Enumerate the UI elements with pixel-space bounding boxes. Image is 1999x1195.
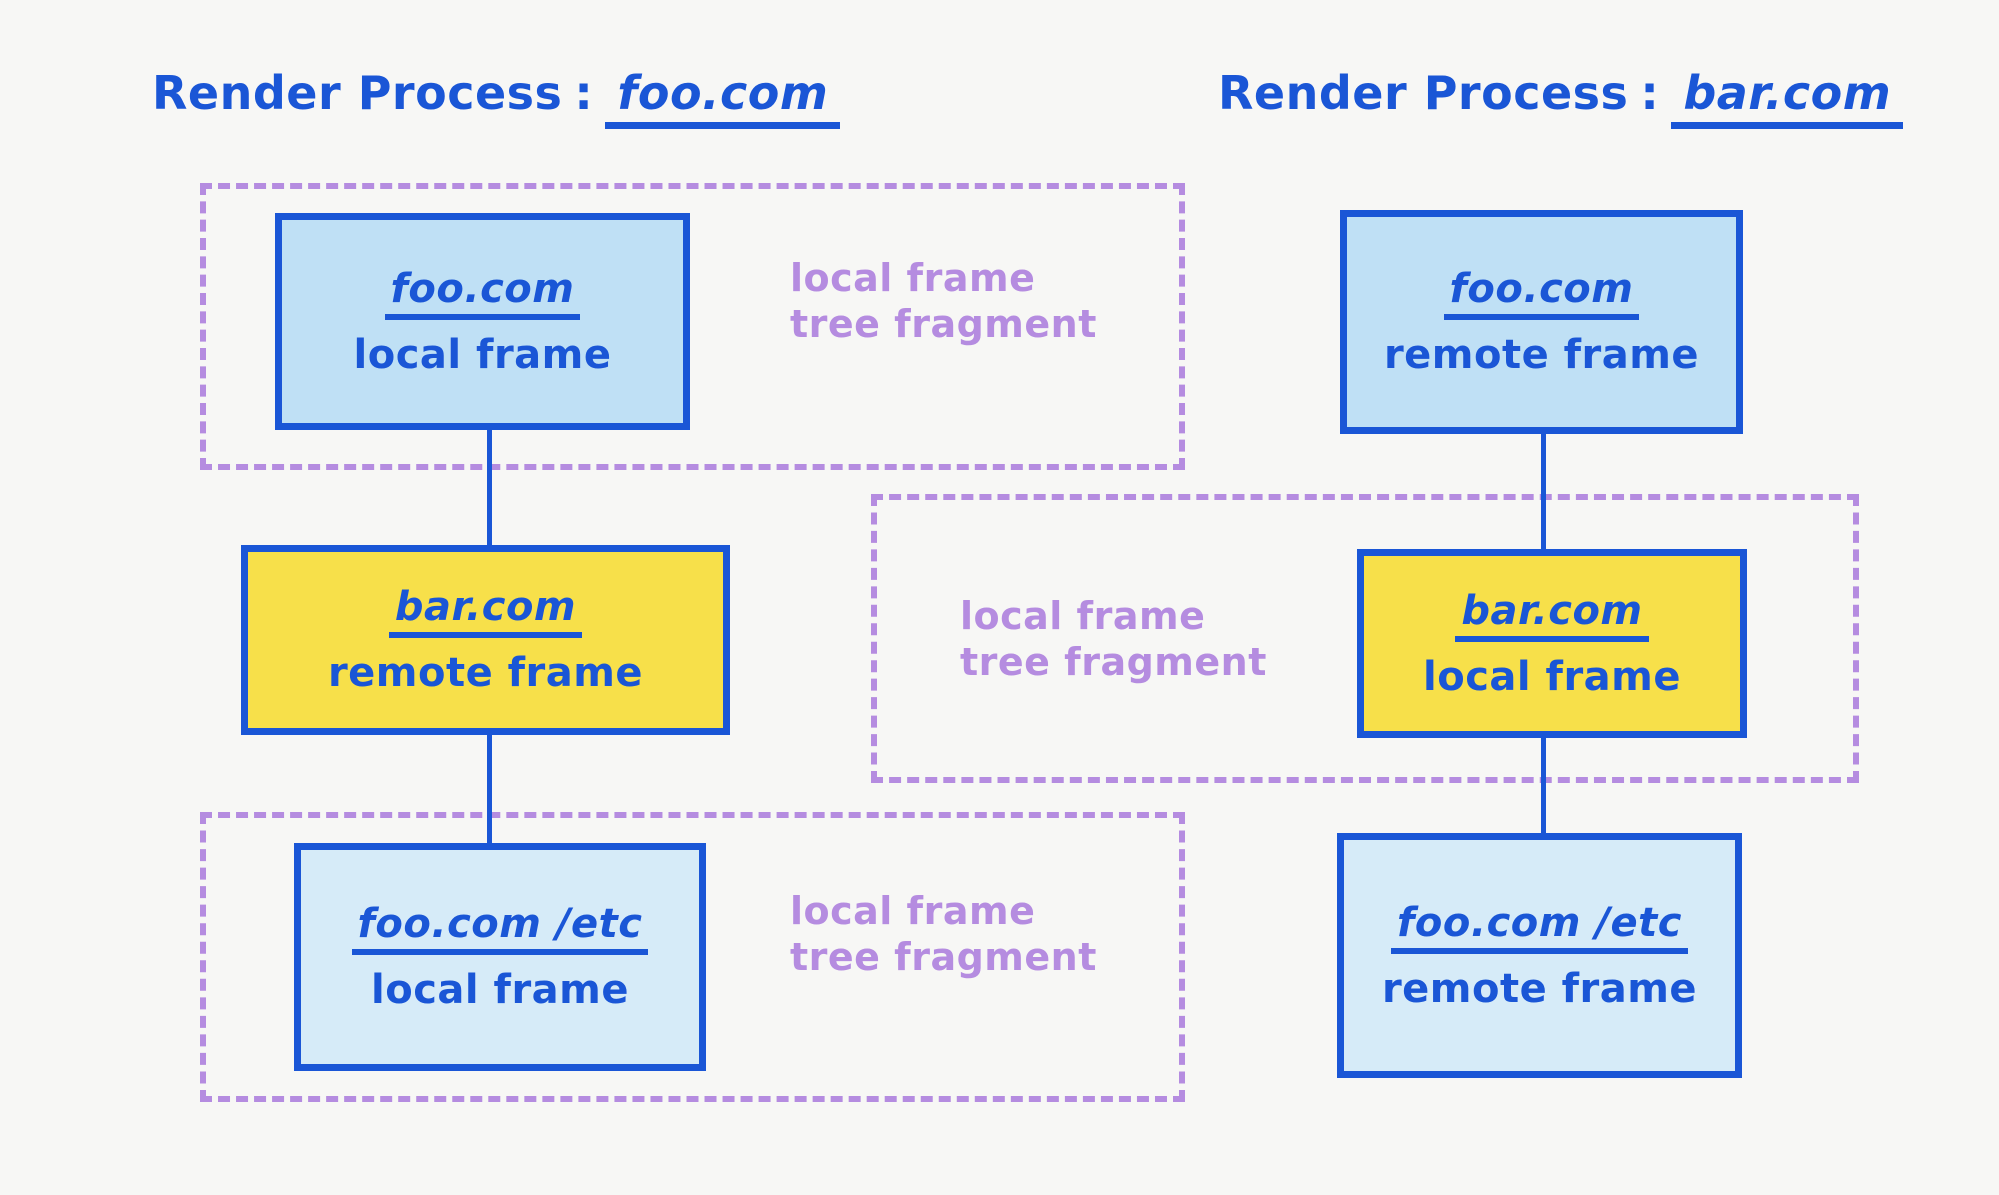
connector-left-2 (487, 732, 492, 852)
fragment-label-line2-2: tree fragment (790, 935, 1097, 980)
connector-right-1 (1541, 434, 1546, 552)
frame-origin-left-1: bar.com (388, 586, 583, 638)
render-process-header-bar: Render Process : bar.com (1218, 52, 1910, 134)
fragment-group-left-bottom (200, 812, 1185, 1102)
frame-box-left-foo[interactable]: foo.com local frame (275, 213, 690, 430)
render-process-header-foo: Render Process : foo.com (152, 52, 847, 134)
fragment-group-left-top (200, 183, 1185, 470)
frame-origin-right-2: foo.com /etc (1391, 902, 1688, 954)
frame-box-right-bar[interactable]: bar.com local frame (1357, 549, 1747, 738)
frame-origin-left-0: foo.com (384, 268, 581, 320)
connector-left-1 (487, 428, 492, 548)
header-colon-right: : (1640, 66, 1660, 120)
header-colon-left: : (574, 66, 594, 120)
frame-box-right-foo-etc[interactable]: foo.com /etc remote frame (1337, 833, 1742, 1078)
frame-kind-right-2: remote frame (1381, 965, 1698, 1012)
fragment-label-line1-1: local frame (960, 594, 1206, 638)
frame-box-left-foo-etc[interactable]: foo.com /etc local frame (294, 843, 706, 1071)
frame-box-left-bar[interactable]: bar.com remote frame (241, 545, 730, 735)
frame-origin-right-1: bar.com (1455, 590, 1649, 642)
frame-origin-right-0: foo.com (1443, 268, 1640, 320)
frame-kind-left-0: local frame (353, 331, 612, 378)
frame-kind-left-1: remote frame (327, 650, 644, 696)
render-process-origin-bar: bar.com (1671, 52, 1910, 134)
connector-right-2 (1541, 738, 1546, 854)
fragment-label-line2-0: tree fragment (790, 302, 1097, 347)
render-process-label-left: Render Process (152, 66, 563, 120)
frame-kind-right-1: local frame (1423, 653, 1681, 700)
frame-box-right-foo[interactable]: foo.com remote frame (1340, 210, 1743, 434)
frame-kind-right-0: remote frame (1383, 332, 1700, 378)
fragment-label-line2-1: tree fragment (960, 640, 1267, 685)
frame-origin-left-2: foo.com /etc (351, 903, 649, 955)
fragment-label-line1-0: local frame (790, 256, 1036, 300)
render-process-label-right: Render Process (1218, 66, 1629, 120)
frame-kind-left-2: local frame (371, 967, 629, 1013)
render-process-origin-foo: foo.com (605, 52, 847, 134)
fragment-group-middle (871, 494, 1859, 783)
fragment-label-line1-2: local frame (790, 889, 1036, 933)
